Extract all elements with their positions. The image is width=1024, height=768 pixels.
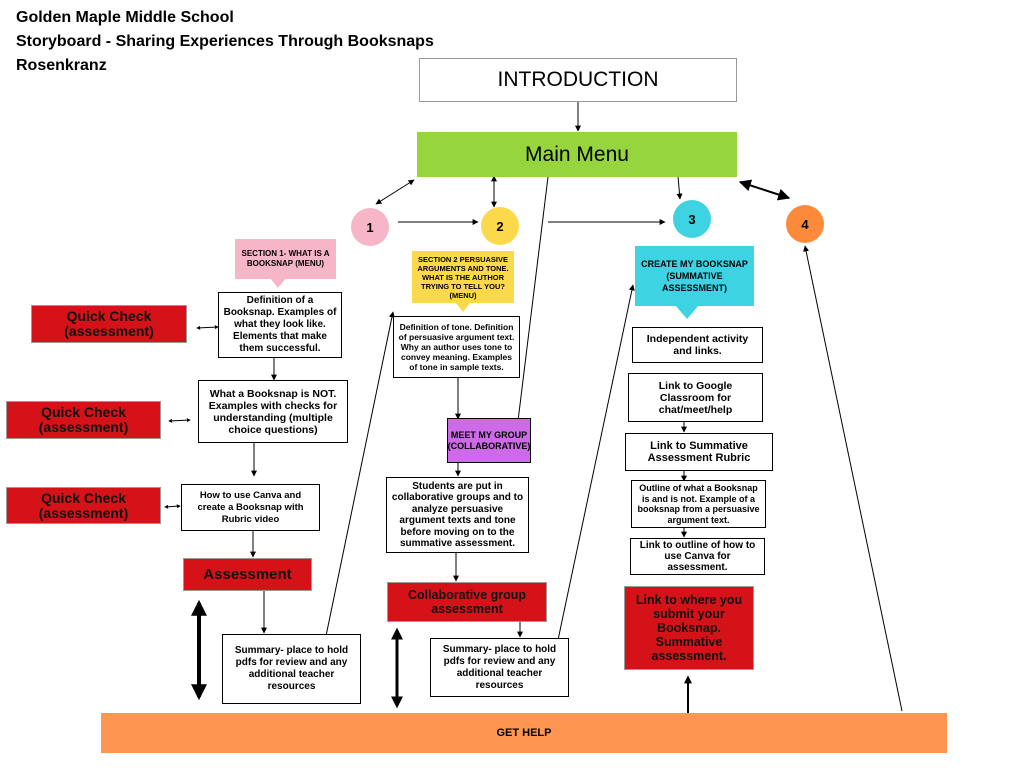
storyboard-title: Storyboard - Sharing Experiences Through…	[16, 33, 434, 50]
section-2-summary-box[interactable]: Summary- place to hold pdfs for review a…	[430, 638, 569, 697]
booksnap-outline-box[interactable]: Outline of what a Booksnap is and is not…	[631, 480, 766, 528]
booksnap-definition-box[interactable]: Definition of a Booksnap. Examples of wh…	[218, 292, 342, 358]
author-name: Rosenkranz	[16, 57, 107, 74]
section-3-circle[interactable]: 3	[673, 200, 711, 238]
section-1-callout: SECTION 1- WHAT IS A BOOKSNAP (MENU)	[235, 239, 336, 279]
section-3-callout-tail	[675, 305, 699, 319]
summative-rubric-link-box[interactable]: Link to Summative Assessment Rubric	[625, 433, 773, 471]
introduction-box[interactable]: INTRODUCTION	[419, 58, 737, 102]
section-1-summary-box[interactable]: Summary- place to hold pdfs for review a…	[222, 634, 361, 704]
independent-activity-box[interactable]: Independent activity and links.	[632, 327, 763, 363]
canva-how-to-box[interactable]: How to use Canva and create a Booksnap w…	[181, 484, 320, 531]
assessment-box[interactable]: Assessment	[183, 558, 312, 591]
canva-outline-link-box[interactable]: Link to outline of how to use Canva for …	[630, 538, 765, 575]
section-3-callout: CREATE MY BOOKSNAP (SUMMATIVE ASSESSMENT…	[635, 246, 754, 306]
main-menu-box[interactable]: Main Menu	[417, 132, 737, 177]
section-1-callout-tail	[270, 278, 286, 288]
booksnap-not-box[interactable]: What a Booksnap is NOT. Examples with ch…	[198, 380, 348, 443]
section-2-circle[interactable]: 2	[481, 207, 519, 245]
meet-my-group-box[interactable]: MEET MY GROUP (COLLABORATIVE)	[447, 418, 531, 463]
submit-booksnap-box[interactable]: Link to where you submit your Booksnap. …	[624, 586, 754, 670]
section-2-callout: SECTION 2 PERSUASIVE ARGUMENTS AND TONE.…	[412, 251, 514, 303]
school-name: Golden Maple Middle School	[16, 9, 234, 26]
collaborative-groups-box[interactable]: Students are put in collaborative groups…	[386, 477, 529, 553]
section-1-circle[interactable]: 1	[351, 208, 389, 246]
google-classroom-link-box[interactable]: Link to Google Classroom for chat/meet/h…	[628, 373, 763, 422]
quick-check-2[interactable]: Quick Check (assessment)	[6, 401, 161, 439]
quick-check-3[interactable]: Quick Check (assessment)	[6, 487, 161, 524]
tone-definition-box[interactable]: Definition of tone. Definition of persua…	[393, 316, 520, 378]
collaborative-assessment-box[interactable]: Collaborative group assessment	[387, 582, 547, 622]
get-help-bar[interactable]: GET HELP	[101, 713, 947, 753]
section-2-callout-tail	[455, 302, 471, 312]
section-4-circle[interactable]: 4	[786, 205, 824, 243]
quick-check-1[interactable]: Quick Check (assessment)	[31, 305, 187, 343]
